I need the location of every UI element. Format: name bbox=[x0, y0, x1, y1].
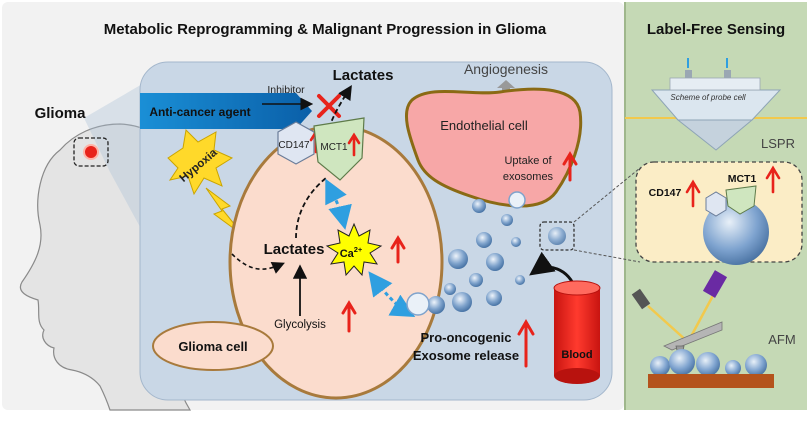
glycolysis-label: Glycolysis bbox=[274, 319, 326, 331]
mct1-label: MCT1 bbox=[320, 142, 348, 153]
glycolysis-up-arrow bbox=[341, 300, 357, 333]
afm-substrate bbox=[648, 374, 774, 388]
anti-cancer-agent-shape bbox=[140, 93, 312, 129]
exosome-release-line1: Pro-oncogenic bbox=[420, 330, 511, 345]
cd147-detail-up-arrow bbox=[685, 179, 701, 208]
uptake-up-arrow bbox=[562, 151, 578, 182]
endothelial-cell bbox=[404, 87, 583, 208]
afm-setup bbox=[631, 270, 728, 365]
blood-label: Blood bbox=[561, 349, 592, 361]
afm-exosome-row bbox=[650, 349, 767, 376]
probe-cell-prism bbox=[676, 119, 754, 151]
angiogenesis-up-arrow bbox=[497, 80, 515, 96]
mct1-pentagon bbox=[313, 117, 365, 181]
exosome-release-line2: Exosome release bbox=[413, 348, 519, 363]
endothelial-cell-label: Endothelial cell bbox=[440, 118, 528, 133]
sensing-title: Label-Free Sensing bbox=[647, 21, 785, 38]
mct1-detail-up-arrow bbox=[765, 165, 781, 194]
calcium-exosome-arrow bbox=[368, 271, 416, 317]
tumor-dot bbox=[83, 144, 99, 160]
afm-label: AFM bbox=[768, 332, 795, 347]
calcium-up-arrow bbox=[390, 235, 406, 264]
hypoxia-star bbox=[167, 128, 234, 196]
uptake-label-line2: exosomes bbox=[503, 171, 554, 183]
exosome-release-up-arrow bbox=[517, 319, 535, 368]
glioma-label: Glioma bbox=[35, 105, 87, 122]
lactates-mid-label: Lactates bbox=[264, 241, 325, 258]
lactates-top-label: Lactates bbox=[333, 67, 394, 84]
exosome-cluster bbox=[406, 191, 526, 316]
blood-tube bbox=[553, 280, 601, 384]
probe-cell-label: Scheme of probe cell bbox=[670, 93, 745, 102]
mct1-detail-label: MCT1 bbox=[728, 173, 757, 185]
glioma-cell-badge bbox=[152, 321, 274, 371]
angiogenesis-label: Angiogenesis bbox=[464, 61, 548, 77]
probe-connectors bbox=[669, 58, 761, 91]
exosome-zoom-box bbox=[539, 221, 575, 251]
hypoxia-effect-arrow bbox=[231, 253, 285, 274]
mct1-up-arrow bbox=[347, 132, 361, 157]
calcium-star bbox=[325, 222, 383, 277]
mct1-detail-pentagon bbox=[725, 185, 757, 215]
cd147-detail-hexagon bbox=[705, 191, 727, 217]
anti-cancer-agent-label: Anti-cancer agent bbox=[149, 105, 250, 119]
cd147-hexagon bbox=[277, 121, 315, 165]
exosome-detail-sphere bbox=[703, 199, 769, 265]
glioma-cell-label: Glioma cell bbox=[178, 339, 247, 354]
lspr-label: LSPR bbox=[761, 136, 795, 151]
cd147-detail-label: CD147 bbox=[649, 187, 682, 199]
uptake-label-line1: Uptake of bbox=[504, 155, 552, 167]
calcium-label: Ca2+ bbox=[340, 245, 363, 260]
inhibitor-label: Inhibitor bbox=[267, 84, 305, 96]
cd147-label: CD147 bbox=[278, 140, 310, 151]
main-title: Metabolic Reprogramming & Malignant Prog… bbox=[104, 21, 547, 38]
tumor-box bbox=[73, 137, 109, 167]
